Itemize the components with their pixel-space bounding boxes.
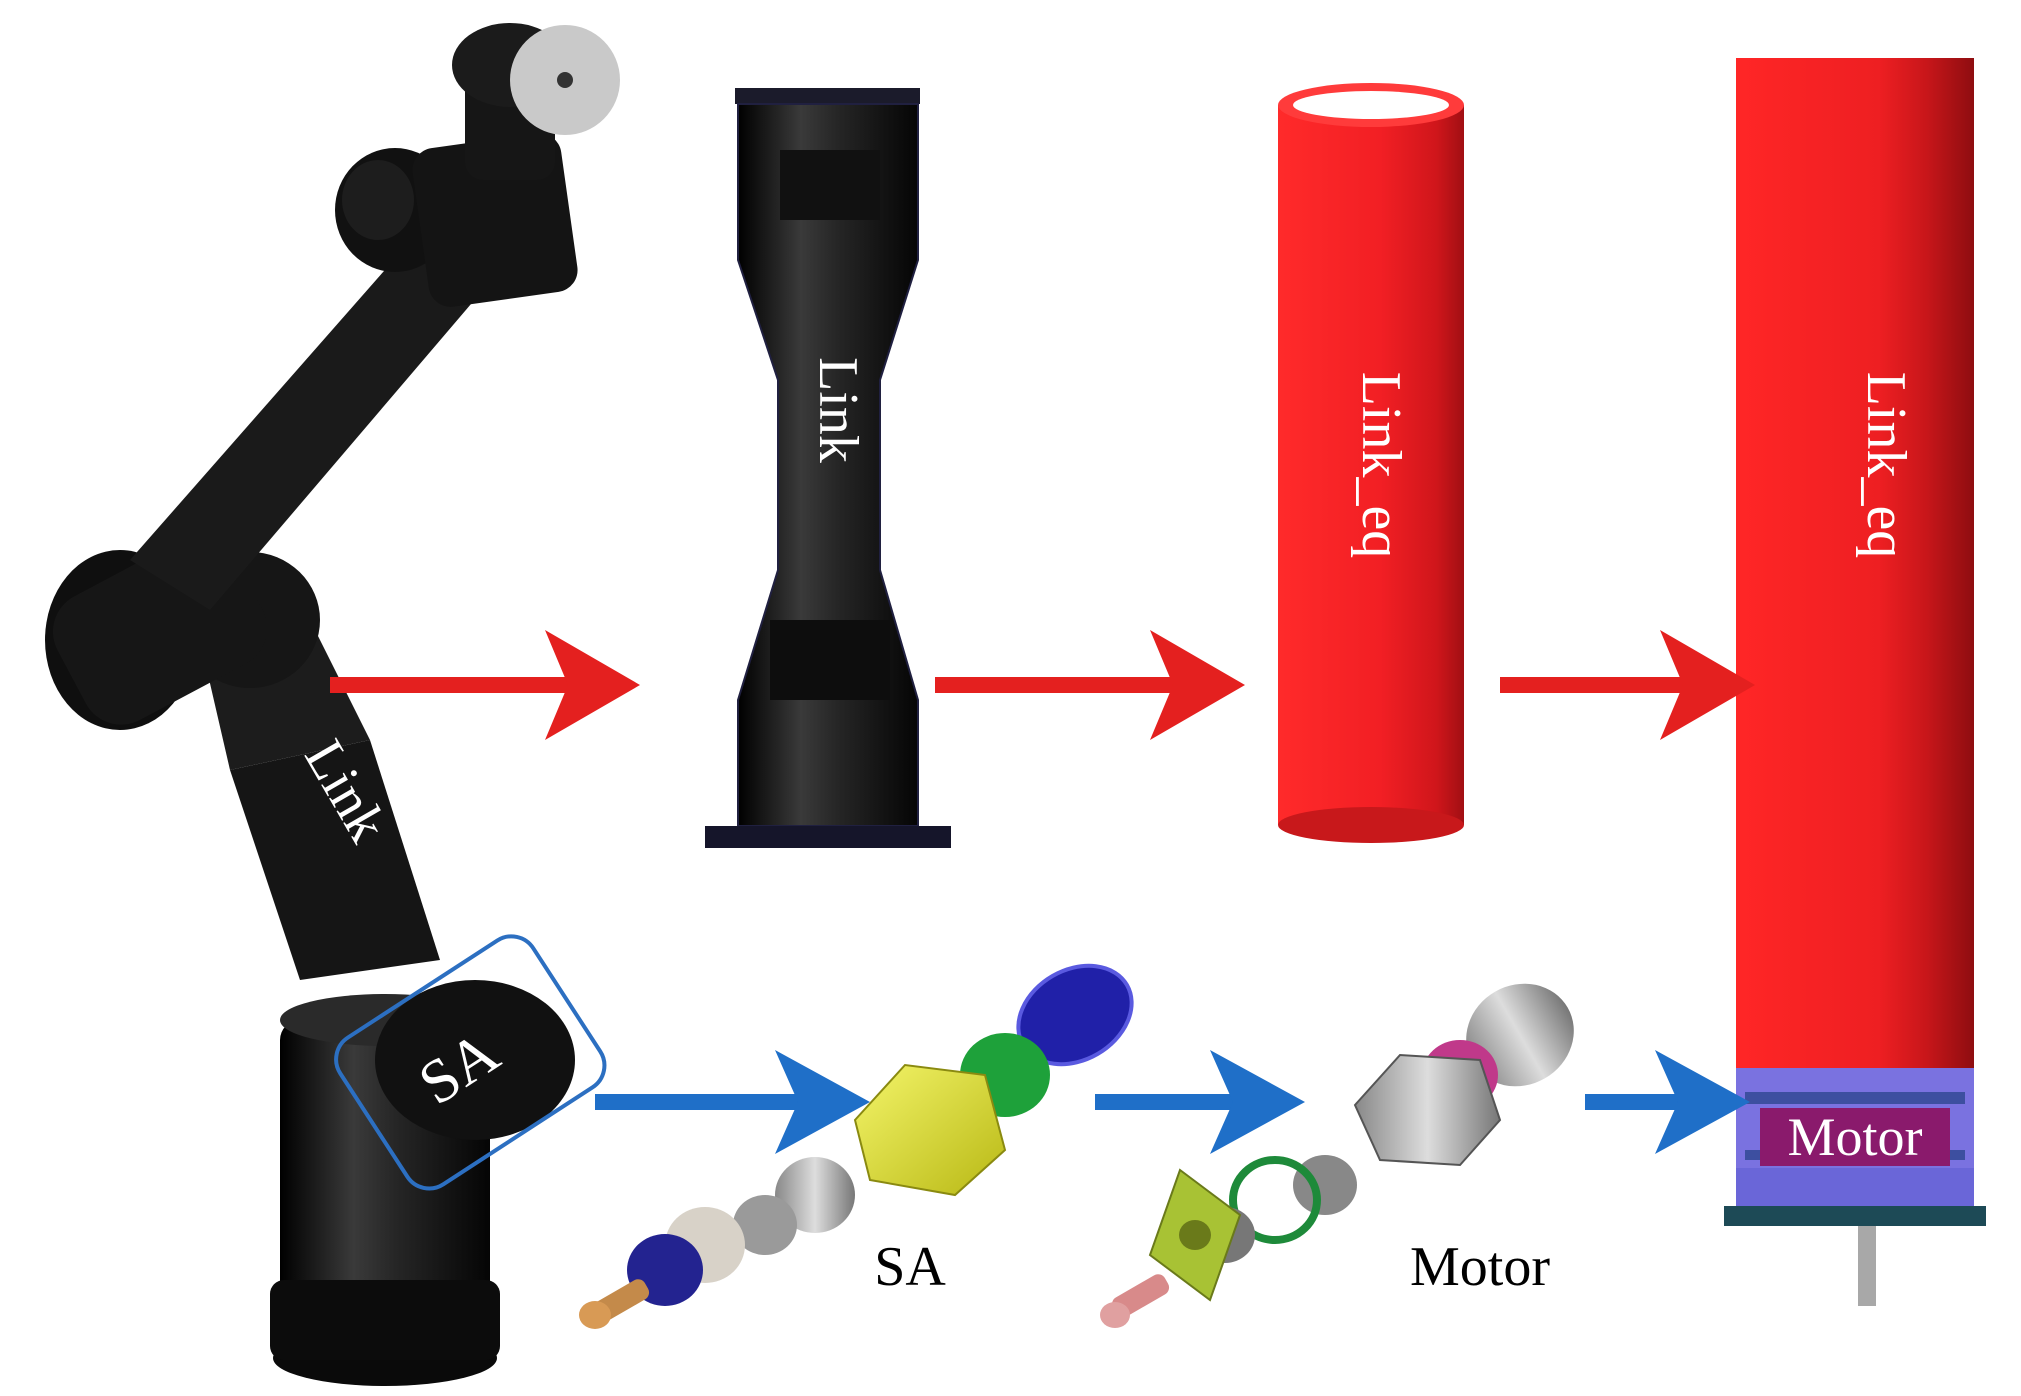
blue-arrow-1 bbox=[595, 1050, 870, 1154]
blue-arrow-2 bbox=[1095, 1050, 1305, 1154]
robot-arm-illustration bbox=[45, 23, 620, 1386]
blue-arrow-3 bbox=[1585, 1050, 1750, 1154]
link-eq-simple-cylinder bbox=[1278, 83, 1464, 843]
motor-in-link-label: Motor bbox=[1788, 1107, 1923, 1167]
motor-exploded-label: Motor bbox=[1410, 1236, 1550, 1298]
link-part-model bbox=[705, 88, 951, 848]
sa-highlight-box bbox=[334, 934, 607, 1191]
red-arrow-3 bbox=[1500, 630, 1755, 740]
link-eq-with-motor-cylinder bbox=[1724, 58, 1986, 1306]
series-actuator-exploded-view bbox=[579, 963, 1134, 1329]
link-eq-simple-label: Link_eq bbox=[1350, 372, 1412, 559]
motor-exploded-view bbox=[1100, 983, 1574, 1328]
link-eq-full-label: Link_eq bbox=[1855, 372, 1917, 559]
red-arrow-1 bbox=[330, 630, 640, 740]
sa-exploded-label: SA bbox=[874, 1236, 946, 1298]
red-arrow-2 bbox=[935, 630, 1245, 740]
link-part-label: Link bbox=[807, 357, 869, 463]
